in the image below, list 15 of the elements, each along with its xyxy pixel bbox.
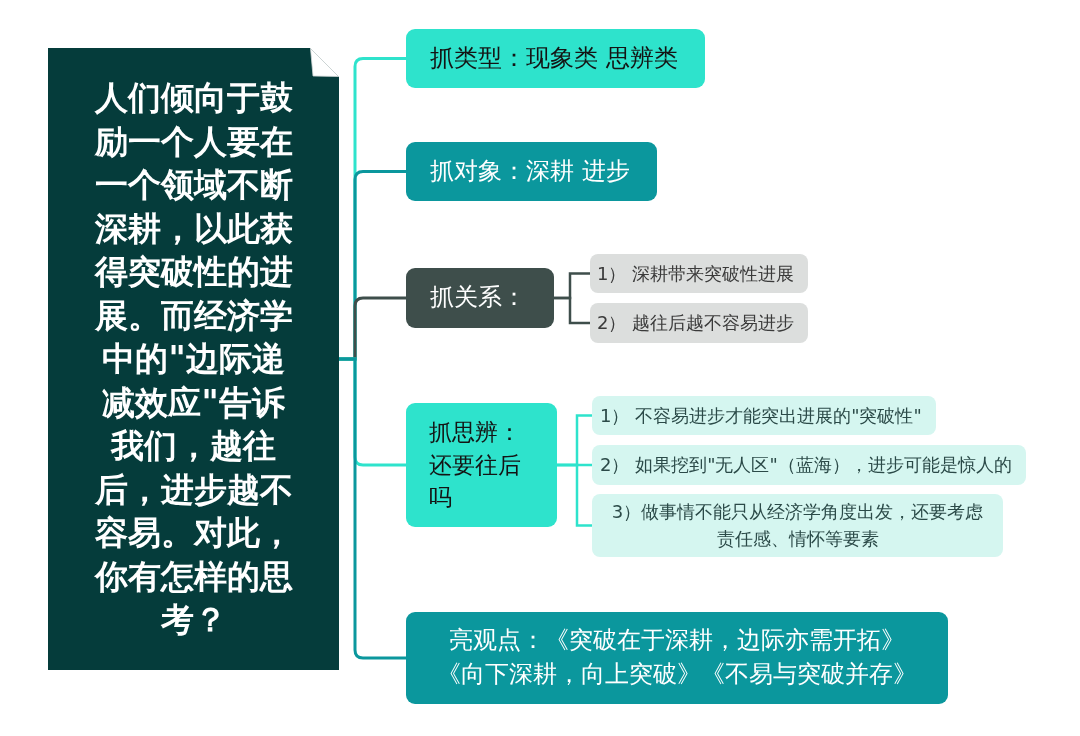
point-box: 1） 不容易进步才能突出进展的"突破性" [592,396,936,435]
connector-line [339,357,406,660]
topic-box: 抓对象：深耕 进步 [406,142,657,201]
note-box [48,48,339,670]
connector-line [557,463,592,527]
point-box: 3）做事情不能只从经济学角度出发，还要考虑责任感、情怀等要素 [592,494,1003,557]
topic-box: 抓类型：现象类 思辨类 [406,29,705,88]
point-box: 1） 深耕带来突破性进展 [590,254,809,293]
point-box: 2） 如果挖到"无人区"（蓝海），进步可能是惊人的 [592,445,1026,485]
topic-box: 抓关系： [406,268,554,328]
question-text: 人们倾向于鼓励一个人要在一个领域不断深耕，以此获得突破性的进展。而经济学中的"边际递减效应"告诉我们，越往后，进步越不容易。对此，你有怎样的思考？ [93,77,294,642]
connector-line [554,296,590,325]
point-box: 2） 越往后越不容易进步 [590,303,809,343]
topic-box: 亮观点：《突破在于深耕，边际亦需开拓》《向下深耕，向上突破》《不易与突破并存》 [406,612,948,704]
topic-box: 抓思辨：还要往后吗 [406,403,557,527]
